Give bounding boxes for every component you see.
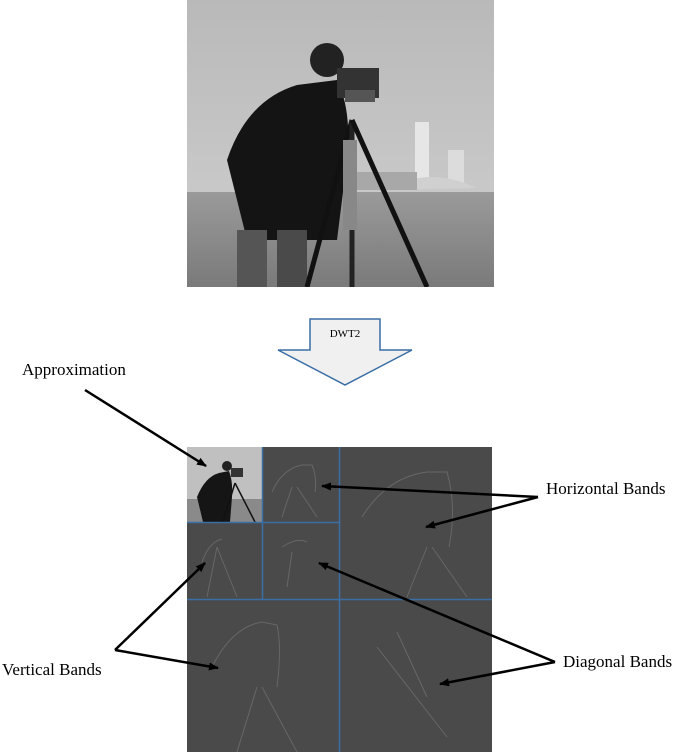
- dwt-decomposition: [187, 447, 492, 752]
- vertical-arrow-1: [114, 562, 206, 651]
- diagonal-arrow-1: [318, 561, 556, 664]
- approximation-arrow: [84, 388, 207, 468]
- original-image: [187, 0, 494, 287]
- transform-label: DWT2: [329, 328, 361, 340]
- horizontal-arrow-2: [425, 495, 539, 529]
- diagonal-arrow-2: [439, 660, 556, 687]
- diagonal-bands-label: Diagonal Bands: [563, 652, 673, 671]
- approximation-label: Approximation: [22, 360, 126, 379]
- horizontal-arrow-1: [321, 482, 539, 499]
- vertical-bands-label: Vertical Bands: [2, 660, 102, 679]
- horizontal-bands-label: Horizontal Bands: [546, 479, 666, 498]
- vertical-arrow-2: [114, 648, 219, 671]
- dwt2-arrow: DWT2: [277, 318, 413, 386]
